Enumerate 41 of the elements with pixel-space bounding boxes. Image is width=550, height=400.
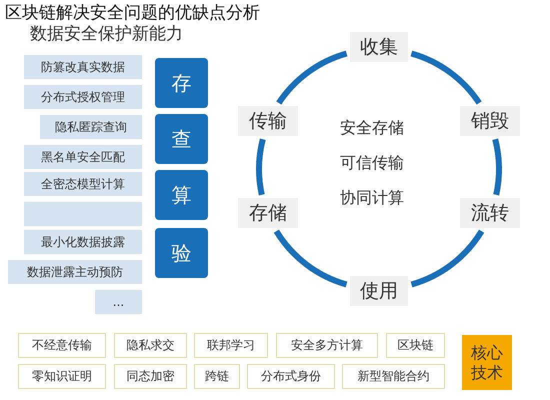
center-text: 协同计算 (340, 188, 404, 209)
ring-arc (274, 229, 348, 288)
list-item-box: 防篡改真实数据 (24, 55, 142, 79)
list-item-box: 黑名单安全匹配 (24, 145, 142, 169)
ring-arc (492, 138, 502, 196)
technology-box: 跨链 (194, 364, 240, 389)
ring-arc (410, 50, 482, 105)
category-box: 算 (155, 170, 208, 220)
stage-box: 使用 (350, 276, 408, 306)
list-item-box: 分布式授权管理 (24, 85, 142, 109)
page-title: 区块链解决安全问题的优缺点分析 (5, 2, 260, 24)
list-item-box: 隐私匿踪查询 (40, 115, 142, 139)
list-item-box (24, 202, 142, 226)
ring-arc (410, 229, 484, 288)
technology-box: 联邦学习 (194, 333, 268, 358)
category-box: 验 (155, 228, 208, 278)
technology-box: 新型智能合约 (342, 364, 445, 389)
technology-box: 安全多方计算 (276, 333, 378, 358)
category-box: 查 (155, 114, 208, 164)
section-heading: 数据安全保护新能力 (30, 23, 183, 45)
stage-box: 流转 (460, 198, 520, 228)
list-item-box: 数据泄露主动预防 (8, 260, 142, 284)
center-text: 安全存储 (340, 118, 404, 139)
ring-arc (276, 50, 348, 105)
technology-box: 不经意传输 (18, 333, 106, 358)
stage-box: 传输 (238, 106, 298, 136)
category-box: 存 (155, 58, 208, 108)
technology-box: 隐私求交 (114, 333, 187, 358)
stage-box: 收集 (350, 32, 408, 62)
core-box: 核心技术 (462, 335, 512, 390)
technology-box: 同态加密 (114, 364, 187, 389)
technology-box: 零知识证明 (18, 364, 106, 389)
ring-arc (256, 138, 266, 196)
list-item-box: 全密态模型计算 (24, 172, 142, 196)
list-item-box: ... (95, 290, 142, 314)
list-item-box: 最小化数据披露 (24, 230, 142, 254)
stage-box: 销毁 (460, 106, 520, 136)
technology-box: 区块链 (386, 333, 445, 358)
technology-box: 分布式身份 (247, 364, 335, 389)
center-text: 可信传输 (340, 153, 404, 174)
stage-box: 存储 (238, 198, 298, 228)
